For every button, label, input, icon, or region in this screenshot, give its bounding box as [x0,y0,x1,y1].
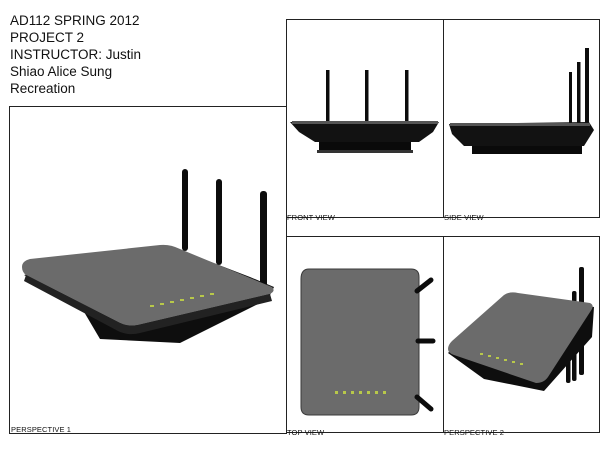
header-instructor: INSTRUCTOR: Justin [10,47,142,62]
router-top-view-image [300,268,436,416]
front-view-panel: FRONT VIEW [286,19,444,222]
router-perspective-2-image [448,267,594,391]
perspective-1-caption: PERSPECTIVE 1 [11,425,72,434]
header-project: PROJECT 2 [10,30,85,45]
perspective-1-panel: PERSPECTIVE 1 [9,106,287,434]
perspective-2-panel: PERSPECTIVE 2 [443,236,600,437]
top-view-caption: TOP VIEW [287,428,325,437]
router-perspective-1-image [22,169,274,343]
header-author: Shiao Alice Sung [10,64,113,79]
project-header: AD112 SPRING 2012 PROJECT 2 INSTRUCTOR: … [10,12,141,97]
side-view-panel: SIDE VIEW [443,19,600,222]
perspective-2-caption: PERSPECTIVE 2 [444,428,505,437]
side-view-caption: SIDE VIEW [444,213,484,222]
front-view-caption: FRONT VIEW [287,213,335,222]
top-view-panel: TOP VIEW [286,236,444,437]
header-subtitle: Recreation [10,81,76,96]
router-front-view-image [290,70,439,153]
header-course: AD112 SPRING 2012 [10,13,140,28]
router-side-view-image [449,48,594,154]
